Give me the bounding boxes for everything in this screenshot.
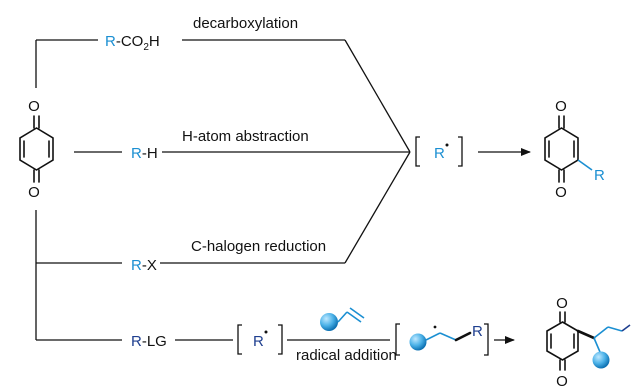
oxygen-top: O: [555, 98, 567, 115]
r-group-label: R: [131, 145, 142, 162]
radical-intermediate: R: [415, 136, 463, 167]
benzoquinone-start: O O: [19, 98, 54, 201]
alkylated-quinone-product: O O R: [544, 98, 605, 201]
svg-text:R-X: R-X: [131, 257, 157, 274]
substituent-sphere: [320, 313, 338, 331]
svg-text:R-CO2H: R-CO2H: [105, 33, 160, 53]
radical-dot: [264, 330, 268, 334]
radical-r-label: R: [253, 333, 264, 350]
svg-text:R-H: R-H: [131, 145, 158, 162]
oxygen-top: O: [28, 98, 40, 115]
radical-dot: [433, 325, 437, 329]
radical-adduct-intermediate: R: [395, 323, 489, 356]
bracket-left: [237, 324, 242, 355]
radical-r-label: R: [434, 145, 445, 162]
reagent-rco2h: R-CO2H: [105, 33, 160, 53]
oxygen-bottom: O: [555, 184, 567, 201]
oxygen-bottom: O: [556, 373, 568, 390]
radical-addition-product: O O: [546, 295, 631, 390]
reagent-rx: R-X: [131, 257, 157, 274]
route-lines: [35, 39, 515, 344]
decarboxylation-label: decarboxylation: [193, 15, 298, 32]
r-group-label: R: [105, 33, 116, 50]
h-atom-abstraction-label: H-atom abstraction: [182, 128, 309, 145]
bracket-right: [484, 323, 489, 356]
bracket-right: [458, 136, 463, 167]
radical-addition-label: radical addition: [296, 347, 397, 364]
r-group-label: R: [131, 257, 142, 274]
reagent-rh: R-H: [131, 145, 158, 162]
r-group-label: R: [472, 323, 483, 340]
oxygen-bottom: O: [28, 184, 40, 201]
c-halogen-reduction-label: C-halogen reduction: [191, 238, 326, 255]
oxygen-top: O: [556, 295, 568, 312]
r-group-label: R: [131, 333, 142, 350]
bracket-left: [415, 136, 420, 167]
substituent-sphere: [592, 351, 610, 369]
radical-intermediate-bottom: R: [237, 324, 283, 355]
bracket-left: [395, 323, 400, 356]
r-group-label: R: [594, 167, 605, 184]
radical-dot: [445, 143, 449, 147]
substituent-sphere: [409, 333, 427, 351]
reagent-rlg: R-LG: [131, 333, 167, 350]
bracket-right: [278, 324, 283, 355]
alkene-reagent: [320, 307, 365, 331]
quinone-ring: [544, 127, 579, 171]
quinone-ring: [19, 127, 54, 171]
r-substituent-bond: [577, 159, 593, 171]
svg-text:R-LG: R-LG: [131, 333, 167, 350]
